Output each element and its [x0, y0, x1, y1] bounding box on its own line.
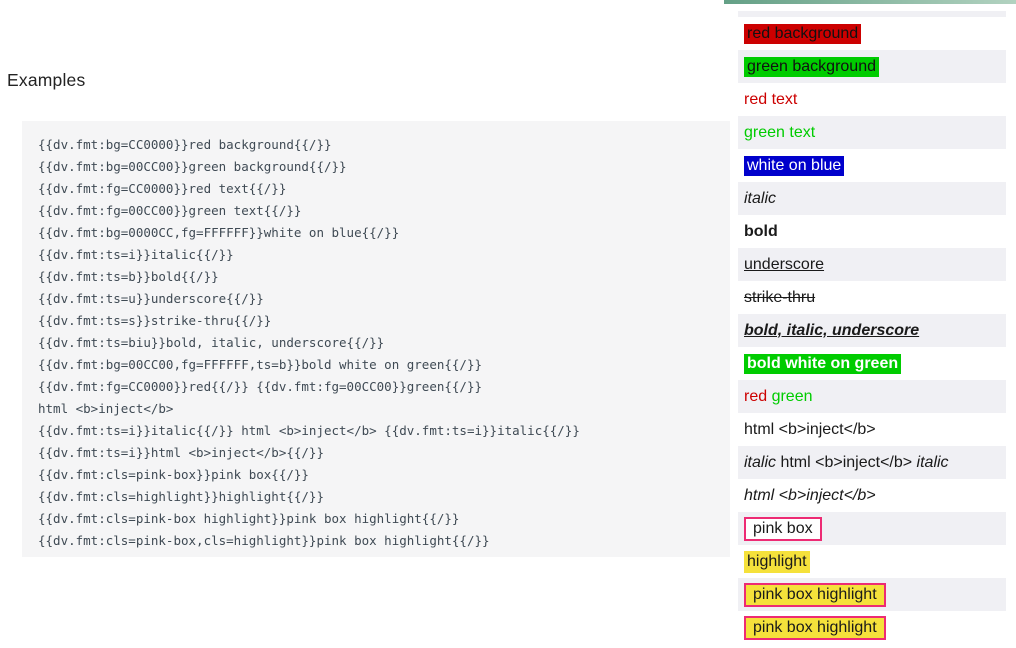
result-row-pink-box-highlight-2: pink box highlight	[738, 611, 1006, 644]
code-line-17: {{dv.fmt:cls=highlight}}highlight{{/}}	[38, 489, 324, 504]
result-row-red-background: red background	[738, 17, 1006, 50]
examples-heading: Examples	[7, 70, 86, 90]
result-text: red text	[744, 90, 798, 108]
examples-code-block: {{dv.fmt:bg=CC0000}}red background{{/}} {…	[22, 121, 730, 557]
result-text: green	[771, 387, 813, 405]
results-top-strip	[738, 11, 1006, 17]
result-text: html <b>inject</b>	[776, 453, 917, 471]
code-line-2: {{dv.fmt:bg=00CC00}}green background{{/}…	[38, 159, 347, 174]
result-row-green-text: green text	[738, 116, 1006, 149]
result-text: html <b>inject</b>	[744, 486, 876, 504]
result-text: white on blue	[744, 155, 845, 176]
code-line-8: {{dv.fmt:ts=u}}underscore{{/}}	[38, 291, 264, 306]
result-text: bold white on green	[744, 353, 902, 374]
result-row-bold: bold	[738, 215, 1006, 248]
result-row-pink-box: pink box	[738, 512, 1006, 545]
result-row-italic-html-inject-italic: italic html <b>inject</b> italic	[738, 446, 1006, 479]
result-text: bold	[744, 222, 778, 240]
code-line-5: {{dv.fmt:bg=0000CC,fg=FFFFFF}}white on b…	[38, 225, 400, 240]
result-text: pink box highlight	[744, 615, 886, 640]
rendered-results-list: red background green background red text gr…	[738, 17, 1006, 644]
result-row-red-green: red green	[738, 380, 1006, 413]
result-text: italic	[744, 453, 777, 471]
accent-divider-bar	[724, 0, 1016, 4]
result-row-pink-box-highlight-1: pink box highlight	[738, 578, 1006, 611]
result-text: green background	[744, 56, 879, 77]
code-line-18: {{dv.fmt:cls=pink-box highlight}}pink bo…	[38, 511, 460, 526]
result-text: red	[744, 387, 768, 405]
code-line-14: {{dv.fmt:ts=i}}italic{{/}} html <b>injec…	[38, 423, 580, 438]
result-row-green-background: green background	[738, 50, 1006, 83]
code-line-10: {{dv.fmt:ts=biu}}bold, italic, underscor…	[38, 335, 385, 350]
result-row-html-inject: html <b>inject</b>	[738, 413, 1006, 446]
code-line-4: {{dv.fmt:fg=00CC00}}green text{{/}}	[38, 203, 302, 218]
result-row-html-inject-all-italic: html <b>inject</b>	[738, 479, 1006, 512]
result-text: bold, italic, underscore	[744, 321, 920, 339]
result-row-underscore: underscore	[738, 248, 1006, 281]
result-text: green text	[744, 123, 816, 141]
result-text: strike-thru	[744, 288, 816, 306]
result-row-white-on-blue: white on blue	[738, 149, 1006, 182]
code-line-15: {{dv.fmt:ts=i}}html <b>inject</b>{{/}}	[38, 445, 324, 460]
result-text: italic	[744, 189, 777, 207]
code-line-1: {{dv.fmt:bg=CC0000}}red background{{/}}	[38, 137, 332, 152]
result-text: html <b>inject</b>	[744, 420, 876, 438]
result-text: highlight	[744, 550, 810, 573]
result-row-highlight: highlight	[738, 545, 1006, 578]
code-line-3: {{dv.fmt:fg=CC0000}}red text{{/}}	[38, 181, 287, 196]
code-line-16: {{dv.fmt:cls=pink-box}}pink box{{/}}	[38, 467, 309, 482]
result-row-red-text: red text	[738, 83, 1006, 116]
result-text: pink box	[744, 516, 822, 541]
result-text: italic	[916, 453, 949, 471]
result-row-italic: italic	[738, 182, 1006, 215]
result-text: pink box highlight	[744, 582, 886, 607]
code-line-11: {{dv.fmt:bg=00CC00,fg=FFFFFF,ts=b}}bold …	[38, 357, 483, 372]
code-line-6: {{dv.fmt:ts=i}}italic{{/}}	[38, 247, 234, 262]
code-line-13: html <b>inject</b>	[38, 401, 174, 416]
result-text: underscore	[744, 255, 825, 273]
result-row-bold-white-on-green: bold white on green	[738, 347, 1006, 380]
result-text: red background	[744, 23, 862, 44]
code-line-12: {{dv.fmt:fg=CC0000}}red{{/}} {{dv.fmt:fg…	[38, 379, 483, 394]
code-line-7: {{dv.fmt:ts=b}}bold{{/}}	[38, 269, 219, 284]
result-row-strike-thru: strike-thru	[738, 281, 1006, 314]
code-line-9: {{dv.fmt:ts=s}}strike-thru{{/}}	[38, 313, 272, 328]
code-line-19: {{dv.fmt:cls=pink-box,cls=highlight}}pin…	[38, 533, 490, 548]
result-row-bold-italic-underscore: bold, italic, underscore	[738, 314, 1006, 347]
